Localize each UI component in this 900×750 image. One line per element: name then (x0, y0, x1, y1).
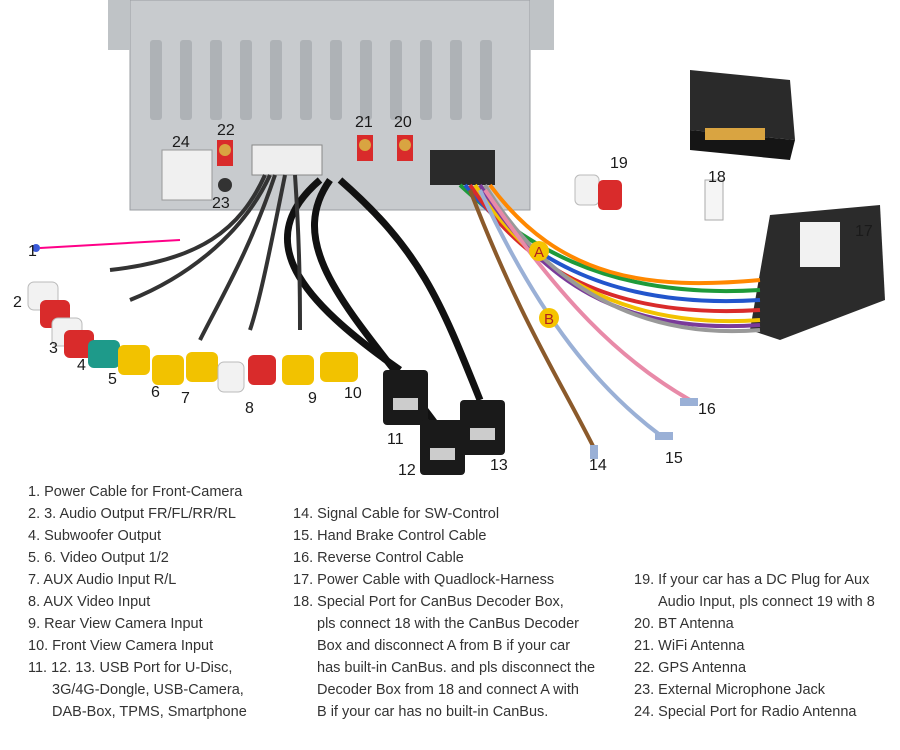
legend-item: 5. 6. Video Output 1/2 (28, 550, 169, 566)
quadlock-harness-box (750, 205, 885, 340)
legend-column-2: 14. Signal Cable for SW-Control 15. Hand… (293, 503, 595, 723)
callout-8: 8 (245, 400, 254, 417)
callout-4: 4 (77, 357, 86, 374)
rca-cable-bundle (109, 174, 302, 341)
legend-item: 8. AUX Video Input (28, 594, 151, 610)
legend-item: 10. Front View Camera Input (28, 638, 214, 654)
legend-item-continued: DAB-Box, TPMS, Smartphone (52, 704, 247, 720)
wire-bundle (458, 183, 761, 451)
callout-1: 1 (28, 243, 37, 260)
callout-2: 2 (13, 294, 22, 311)
callout-12: 12 (398, 462, 416, 479)
reverse-tip (680, 398, 698, 406)
rca-plugs (27, 281, 358, 393)
point-a-marker: A (529, 241, 549, 261)
microphone-jack (218, 178, 232, 192)
callout-21: 21 (355, 114, 373, 131)
usb-port-12 (420, 420, 465, 475)
legend-item: 1. Power Cable for Front-Camera (28, 484, 243, 500)
legend-item: 4. Subwoofer Output (28, 528, 161, 544)
bt-antenna-connector (397, 135, 413, 161)
usb-port-11 (383, 370, 428, 425)
legend-item-continued: Box and disconnect A from B if your car (317, 638, 571, 654)
legend-item: 14. Signal Cable for SW-Control (293, 506, 500, 522)
legend-item: 9. Rear View Camera Input (28, 616, 203, 632)
legend-column-1: 1. Power Cable for Front-Camera 2. 3. Au… (28, 481, 247, 723)
legend-item: 22. GPS Antenna (634, 660, 747, 676)
callout-3: 3 (49, 340, 58, 357)
wifi-antenna-connector (357, 135, 373, 161)
usb-port-13 (460, 400, 505, 455)
callout-10: 10 (344, 385, 362, 402)
head-unit-chassis (108, 0, 554, 211)
callout-14: 14 (589, 457, 607, 474)
legend-item-continued: 3G/4G-Dongle, USB-Camera, (52, 682, 244, 698)
callout-9: 9 (308, 390, 317, 407)
callout-24: 24 (172, 134, 190, 151)
legend-item: 16. Reverse Control Cable (293, 550, 464, 566)
legend-item: 11. 12. 13. USB Port for U-Disc, (28, 660, 233, 676)
canbus-port-connector (704, 179, 724, 221)
canbus-decoder-box (690, 70, 795, 160)
sw-control-tip (590, 445, 598, 459)
callout-5: 5 (108, 371, 117, 388)
hand-brake-tip (655, 432, 673, 440)
callout-19: 19 (610, 155, 628, 172)
callout-16: 16 (698, 401, 716, 418)
legend-item-continued: Audio Input, pls connect 19 with 8 (658, 594, 875, 610)
callout-18: 18 (708, 169, 726, 186)
legend-item: 19. If your car has a DC Plug for Aux (634, 572, 870, 588)
legend-item-continued: B if your car has no built-in CanBus. (317, 704, 549, 720)
legend-item: 18. Special Port for CanBus Decoder Box, (293, 594, 564, 610)
legend-column-3: 19. If your car has a DC Plug for Aux Au… (634, 569, 875, 723)
legend-item: 7. AUX Audio Input R/L (28, 572, 177, 588)
callout-17: 17 (855, 223, 873, 240)
callout-15: 15 (665, 450, 683, 467)
legend-item: 20. BT Antenna (634, 616, 734, 632)
legend-item-continued: pls connect 18 with the CanBus Decoder (317, 616, 579, 632)
legend-item-continued: has built-in CanBus. and pls disconnect … (317, 660, 596, 676)
svg-text:A: A (534, 244, 544, 261)
callout-7: 7 (181, 390, 190, 407)
callout-23: 23 (212, 195, 230, 212)
callout-13: 13 (490, 457, 508, 474)
legend-item: 2. 3. Audio Output FR/FL/RR/RL (28, 506, 236, 522)
legend-item: 23. External Microphone Jack (634, 682, 826, 698)
legend-item: 24. Special Port for Radio Antenna (634, 704, 857, 720)
legend-item: 21. WiFi Antenna (634, 638, 745, 654)
legend-item: 17. Power Cable with Quadlock-Harness (293, 572, 555, 588)
legend-item-continued: Decoder Box from 18 and connect A with (317, 682, 579, 698)
svg-text:B: B (544, 311, 554, 328)
callout-22: 22 (217, 122, 235, 139)
point-b-marker: B (539, 308, 559, 328)
gps-antenna-connector (217, 140, 233, 166)
wiring-harness-illustration: A B (27, 0, 885, 475)
legend-item: 15. Hand Brake Control Cable (293, 528, 487, 544)
callout-11: 11 (387, 431, 404, 448)
rca-plug-19 (574, 174, 622, 210)
front-camera-power-cable (39, 239, 181, 249)
callout-20: 20 (394, 114, 412, 131)
callout-6: 6 (151, 384, 160, 401)
